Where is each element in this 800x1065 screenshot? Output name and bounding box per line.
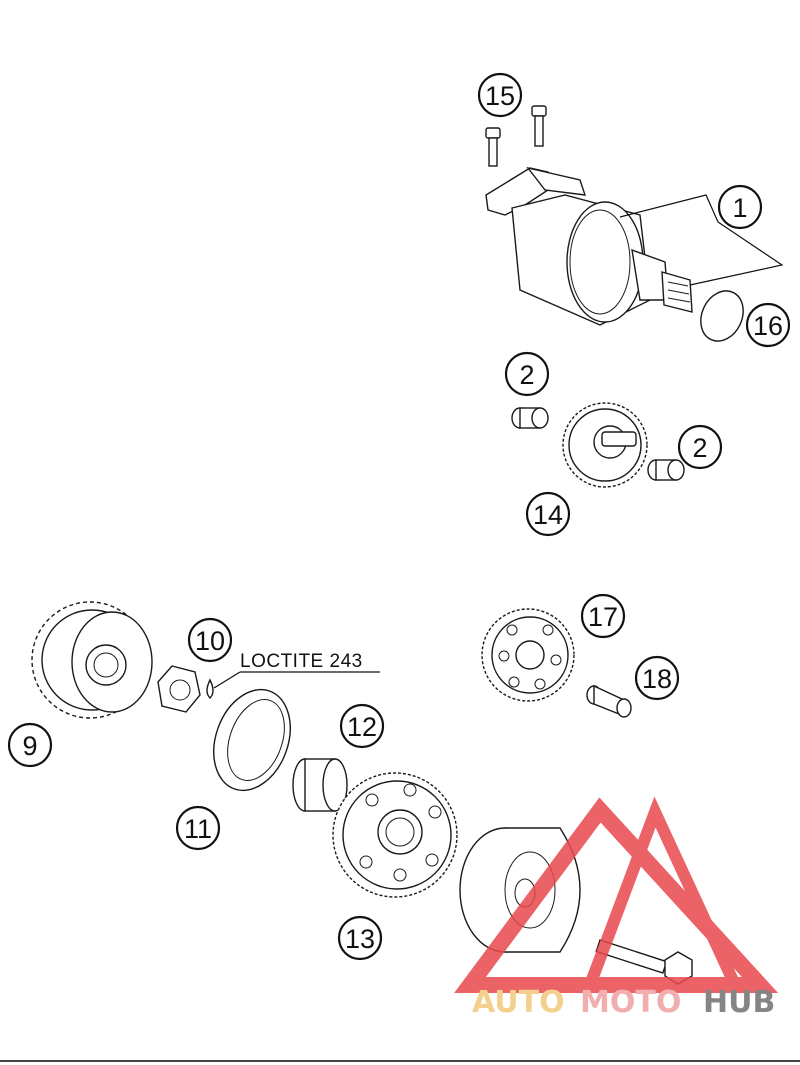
flywheel-rotor: [459, 827, 581, 953]
loctite-note: LOCTITE 243: [240, 651, 363, 672]
callout-15-label: 15: [485, 81, 515, 111]
callout-17: 17: [580, 593, 626, 639]
starter-motor: [485, 166, 693, 326]
watermark-moto: MOTO: [580, 985, 681, 1020]
loctite-drop: [206, 678, 214, 699]
callout-2-top: 2: [504, 351, 550, 397]
callout-14: 14: [525, 491, 571, 537]
needle-bearing-left: [511, 407, 549, 429]
bottom-rule: [0, 1060, 800, 1062]
callout-13: 13: [337, 915, 383, 961]
watermark-hub: HUB: [703, 985, 775, 1020]
callout-14-label: 14: [533, 500, 563, 530]
callout-17-label: 17: [588, 602, 618, 632]
callout-18: 18: [634, 655, 680, 701]
needle-bearing-right: [647, 459, 685, 481]
callout-9-label: 9: [22, 731, 37, 761]
callout-9: 9: [7, 722, 53, 768]
callout-12-label: 12: [347, 712, 377, 742]
collar-nut: [157, 665, 201, 713]
watermark-triangle-inner: [581, 796, 745, 991]
callout-12: 12: [339, 703, 385, 749]
callout-10: 10: [187, 617, 233, 663]
watermark-auto: AUTO: [472, 985, 565, 1020]
callout-1-label: 1: [732, 193, 747, 223]
reduction-gear: [481, 608, 575, 702]
callout-16: 16: [745, 302, 791, 348]
starter-gear-large: [332, 772, 458, 898]
freewheel-gear: [31, 601, 153, 719]
callout-10-label: 10: [195, 626, 225, 656]
callout-2-top-label: 2: [519, 360, 534, 390]
callout-2-right-label: 2: [692, 433, 707, 463]
needle-bearing-large: [292, 758, 348, 812]
callout-13-label: 13: [345, 924, 375, 954]
o-ring: [700, 290, 744, 342]
callout-16-label: 16: [753, 311, 783, 341]
callout-1: 1: [717, 184, 763, 230]
callout-2-right: 2: [677, 424, 723, 470]
freewheel-ring: [213, 688, 291, 792]
callout-18-label: 18: [642, 664, 672, 694]
bolt-pair: [485, 105, 547, 167]
callout-11-label: 11: [184, 814, 212, 844]
rotor-bolt: [595, 939, 693, 985]
intermediate-gear: [562, 402, 648, 488]
watermark-logo: AUTO MOTO HUB: [454, 796, 779, 1020]
gear-pin: [586, 684, 632, 718]
callout-15: 15: [477, 72, 523, 118]
callout-1-leader: [619, 194, 784, 286]
loctite-leader: [213, 671, 241, 689]
callout-11: 11: [175, 805, 221, 851]
